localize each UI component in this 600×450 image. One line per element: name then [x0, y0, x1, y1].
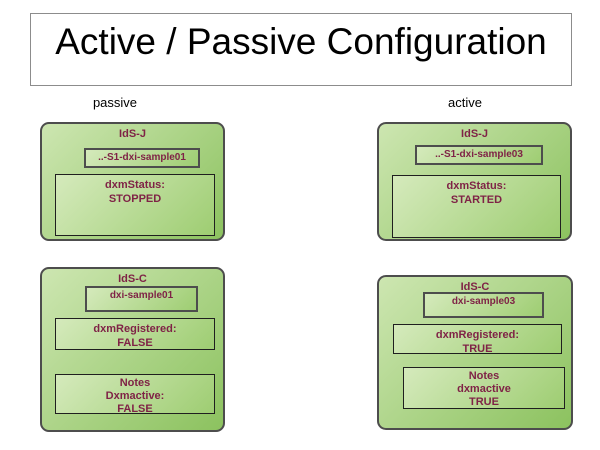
sample-box: ..-S1-dxi-sample01	[84, 148, 200, 168]
title-box: Active / Passive Configuration	[30, 13, 572, 86]
node-active-idsj: IdS-J ..-S1-dxi-sample03 dxmStatus: STAR…	[377, 122, 572, 241]
notes-line1: Notes	[119, 377, 151, 389]
notes-value: TRUE	[469, 396, 499, 408]
column-label-passive: passive	[92, 95, 138, 110]
node-title: IdS-J	[461, 128, 488, 140]
field-value: TRUE	[462, 343, 493, 355]
node-passive-idsj: IdS-J ..-S1-dxi-sample01 dxmStatus: STOP…	[40, 122, 225, 241]
sample-label: ..-S1-dxi-sample01	[98, 152, 186, 163]
field-label: dxmStatus:	[446, 180, 507, 192]
sample-label: dxi-sample01	[109, 290, 174, 301]
notes-line2: dxmactive	[457, 383, 511, 395]
field-value: STOPPED	[108, 193, 162, 205]
notes-line2: Dxmactive:	[105, 390, 165, 402]
field-value: STARTED	[450, 194, 503, 206]
notes-box: Notes dxmactive TRUE	[403, 367, 565, 409]
sample-label: dxi-sample03	[451, 296, 516, 307]
sample-box: dxi-sample01	[85, 286, 198, 312]
page-title: Active / Passive Configuration	[55, 20, 547, 62]
node-passive-idsc: IdS-C dxi-sample01 dxmRegistered: FALSE …	[40, 267, 225, 432]
sample-box: dxi-sample03	[423, 292, 544, 318]
field-label: dxmStatus:	[105, 179, 165, 191]
status-box: dxmStatus: STARTED	[392, 175, 561, 238]
registered-box: dxmRegistered: FALSE	[55, 318, 215, 350]
node-active-idsc: IdS-C dxi-sample03 dxmRegistered: TRUE N…	[377, 275, 573, 430]
notes-box: Notes Dxmactive: FALSE	[55, 374, 215, 415]
field-label: dxmRegistered:	[93, 323, 177, 335]
node-title: IdS-C	[460, 281, 490, 293]
notes-value: FALSE	[117, 403, 153, 415]
node-title: IdS-C	[118, 273, 147, 285]
field-value: FALSE	[117, 337, 153, 349]
notes-line1: Notes	[468, 370, 500, 382]
sample-label: ..-S1-dxi-sample03	[435, 149, 523, 160]
registered-box: dxmRegistered: TRUE	[393, 324, 562, 355]
column-label-active: active	[448, 95, 482, 110]
sample-box: ..-S1-dxi-sample03	[415, 145, 543, 165]
field-label: dxmRegistered:	[435, 329, 520, 341]
status-box: dxmStatus: STOPPED	[55, 174, 215, 236]
node-title: IdS-J	[119, 128, 146, 140]
